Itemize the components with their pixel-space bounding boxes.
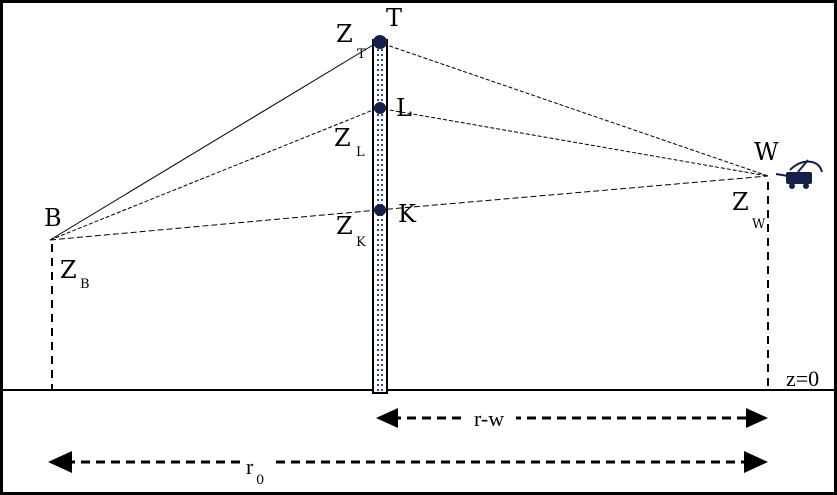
label-ZB-sub: B bbox=[80, 277, 90, 292]
label-ZT-main: Z bbox=[336, 20, 353, 48]
label-ZW-sub: W bbox=[752, 217, 766, 232]
label-r0-main: r bbox=[246, 454, 254, 479]
label-ZK-sub: K bbox=[356, 235, 366, 250]
vehicle-antenna-icon bbox=[775, 159, 823, 189]
ray-B-L bbox=[49, 107, 379, 241]
mast-body bbox=[372, 39, 388, 394]
mast bbox=[372, 39, 388, 394]
label-ZL-main: Z bbox=[334, 124, 351, 152]
ray-L-W bbox=[377, 107, 769, 177]
dimension-r0: r 0 bbox=[48, 451, 768, 488]
label-W: W bbox=[754, 138, 779, 166]
ray-B-T bbox=[49, 41, 379, 241]
label-B: B bbox=[44, 204, 62, 232]
label-ZK-main: Z bbox=[336, 212, 353, 240]
point-T-dot bbox=[373, 35, 387, 49]
point-L-dot bbox=[374, 102, 386, 114]
point-K-dot bbox=[374, 204, 386, 216]
label-ZT-sub: T bbox=[357, 47, 366, 62]
label-rw: r-w bbox=[474, 406, 504, 431]
label-ZL-sub: L bbox=[356, 145, 365, 160]
label-T: T bbox=[386, 4, 402, 32]
label-z0: z=0 bbox=[786, 366, 819, 391]
label-r0-sub: 0 bbox=[256, 473, 264, 488]
label-ZW-main: Z bbox=[732, 188, 749, 216]
rw-arrow-right bbox=[746, 408, 768, 428]
r0-arrow-left bbox=[48, 451, 72, 473]
ray-B-K bbox=[49, 209, 379, 241]
r0-arrow-right bbox=[744, 451, 768, 473]
rw-arrow-left bbox=[376, 408, 398, 428]
dimension-rw: r-w bbox=[376, 406, 768, 431]
ray-T-W bbox=[377, 41, 769, 177]
label-ZB-main: Z bbox=[60, 256, 77, 284]
ray-K-W bbox=[377, 175, 769, 211]
rw-label-bg bbox=[466, 408, 516, 428]
r0-label-bg bbox=[240, 452, 274, 474]
label-K: K bbox=[398, 200, 417, 228]
label-L: L bbox=[396, 94, 412, 122]
